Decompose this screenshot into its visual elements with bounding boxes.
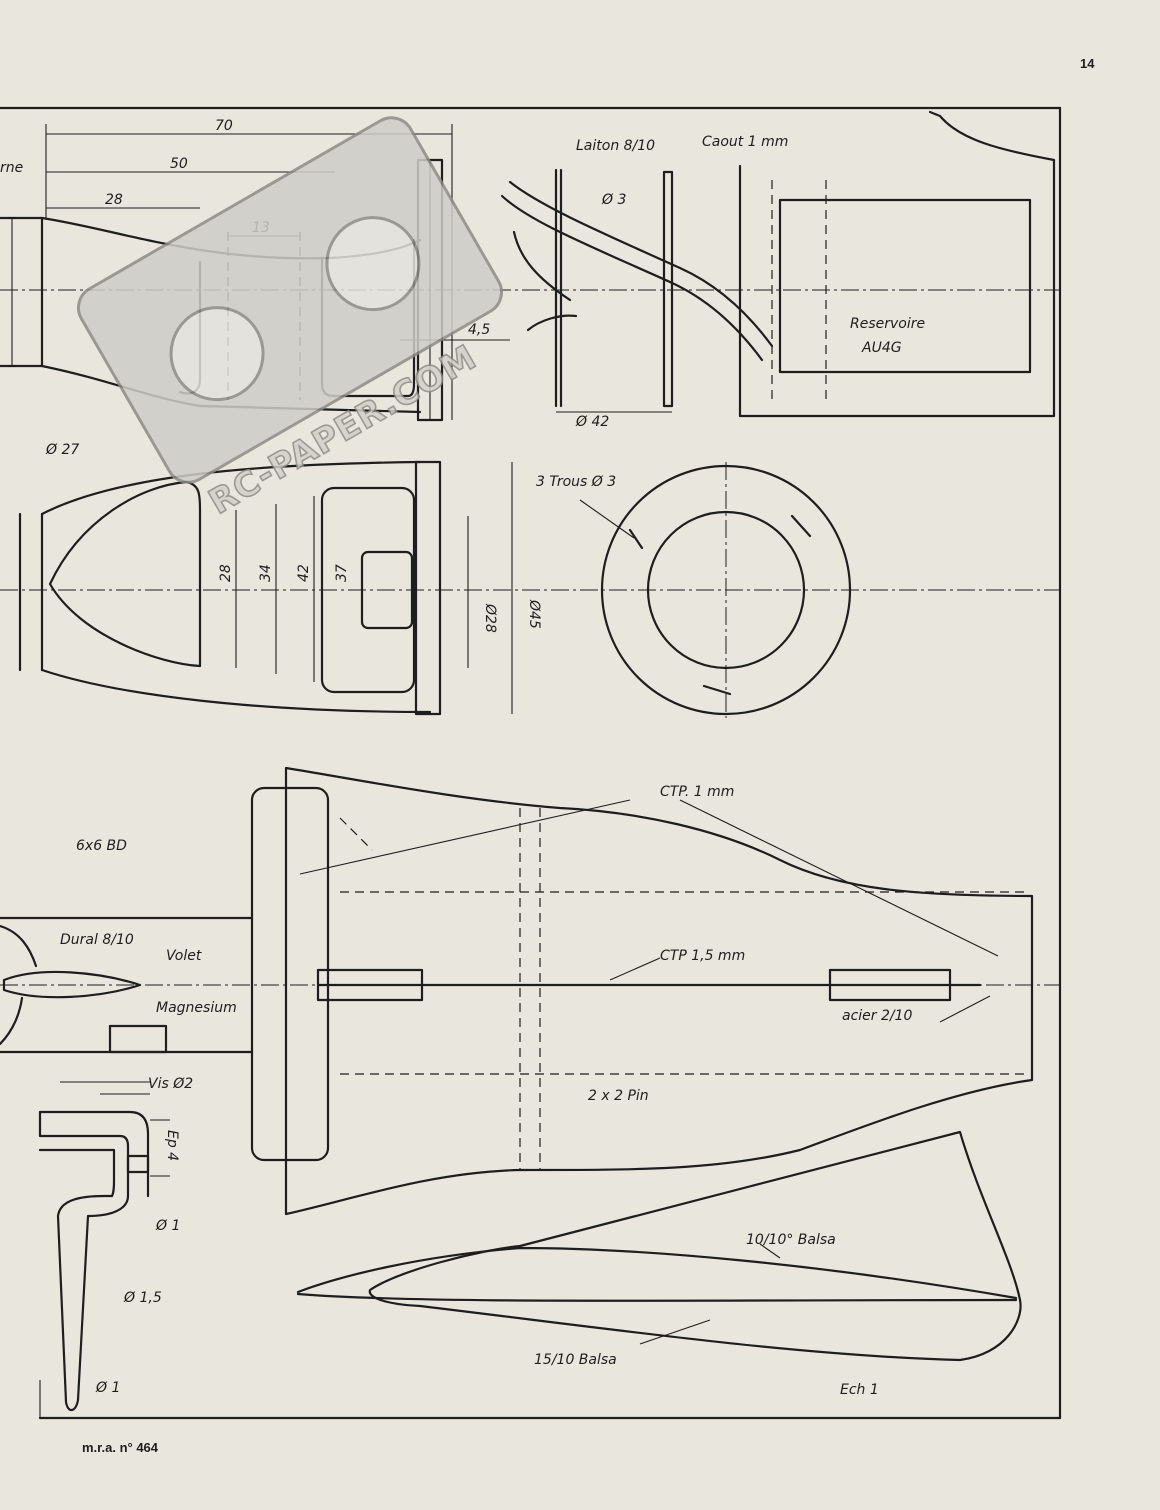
label-dural: Dural 8/10 — [60, 932, 134, 948]
dim-d28: Ø28 — [482, 603, 498, 633]
dim-4-5: 4,5 — [468, 322, 490, 338]
magazine-footer: m.r.a. n° 464 — [82, 1440, 159, 1455]
page-frame — [0, 106, 1062, 1420]
dim-42: 42 — [296, 564, 312, 582]
label-d1-top: Ø 1 — [155, 1218, 180, 1234]
rc-paper-watermark: RC-PAPER.COM — [77, 116, 503, 523]
label-d27: Ø 27 — [45, 442, 79, 458]
wing-profile: 10/10° Balsa 15/10 Balsa Ech 1 — [296, 1130, 1022, 1398]
label-volet: Volet — [166, 948, 202, 964]
reservoir: Reservoire AU4G — [738, 110, 1056, 418]
reservoir-label-1: Reservoire — [850, 316, 925, 332]
label-acier: acier 2/10 — [842, 1008, 913, 1024]
dim-28-side: 28 — [218, 564, 234, 582]
dim-34: 34 — [258, 564, 274, 582]
label-balsa10: 10/10° Balsa — [746, 1232, 836, 1248]
dim-d45: Ø45 — [526, 599, 542, 629]
side-view: 28 34 42 37 Ø28 Ø45 Ø 27 — [0, 442, 1060, 716]
label-cut: rne — [0, 160, 23, 176]
tail-section: CTP. 1 mm 6x6 BD Dural 8/10 Volet CTP 1,… — [0, 766, 1060, 1216]
reservoir-label-2: AU4G — [861, 340, 902, 356]
label-ep: Ep 4 — [164, 1130, 180, 1161]
tank-fittings: Laiton 8/10 Caout 1 mm Ø 3 Ø 42 — [500, 134, 788, 430]
label-laiton: Laiton 8/10 — [576, 138, 655, 154]
dim-28-top: 28 — [105, 192, 123, 208]
label-ctp1: CTP. 1 mm — [660, 784, 734, 800]
label-d15: Ø 1,5 — [123, 1290, 162, 1306]
page-number: 14 — [1080, 56, 1095, 71]
label-d3: Ø 3 — [601, 192, 626, 208]
label-magnesium: Magnesium — [156, 1000, 237, 1016]
label-vis: Vis Ø2 — [148, 1076, 193, 1092]
label-holes: 3 Trous Ø 3 — [536, 474, 616, 490]
control-horn: Vis Ø2 Ep 4 Ø 1 Ø 1,5 Ø 1 — [38, 1076, 193, 1412]
label-d42: Ø 42 — [575, 414, 609, 430]
label-d1-bottom: Ø 1 — [95, 1380, 120, 1396]
label-balsa15: 15/10 Balsa — [534, 1352, 617, 1368]
label-bd: 6x6 BD — [76, 838, 127, 854]
label-caout: Caout 1 mm — [702, 134, 788, 150]
dim-50: 50 — [170, 156, 188, 172]
label-scale: Ech 1 — [840, 1382, 879, 1398]
dim-37: 37 — [334, 564, 350, 582]
dim-70: 70 — [215, 118, 233, 134]
label-ctp15: CTP 1,5 mm — [660, 948, 745, 964]
label-pin: 2 x 2 Pin — [588, 1088, 649, 1104]
ring-part: 3 Trous Ø 3 — [536, 462, 852, 718]
